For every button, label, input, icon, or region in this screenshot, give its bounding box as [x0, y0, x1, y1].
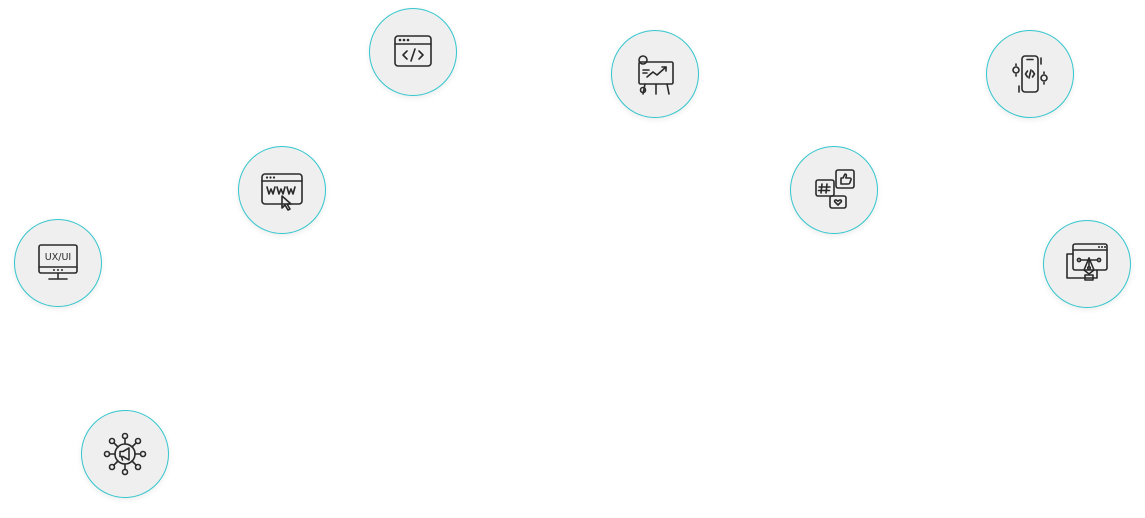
- digital-marketing-icon: [103, 432, 147, 476]
- code-window-icon: [394, 35, 432, 67]
- analytics-presentation-icon: [638, 55, 674, 95]
- web-design-icon: [1066, 243, 1108, 281]
- code-service-node[interactable]: [369, 8, 457, 96]
- ux-ui-label: UX/UI: [45, 252, 71, 263]
- web-design-service-node[interactable]: [1043, 220, 1131, 308]
- social-media-service-node[interactable]: [790, 146, 878, 234]
- ux-ui-monitor-icon: UX/UI: [38, 244, 78, 280]
- marketing-service-node[interactable]: [81, 410, 169, 498]
- mobile-dev-icon: [1012, 55, 1048, 93]
- analytics-service-node[interactable]: [611, 30, 699, 118]
- social-media-icon: [815, 169, 855, 209]
- website-service-node[interactable]: [238, 146, 326, 234]
- ux-ui-service-node[interactable]: UX/UI: [14, 219, 102, 307]
- mobile-dev-service-node[interactable]: [986, 30, 1074, 118]
- website-www-icon: [261, 173, 303, 211]
